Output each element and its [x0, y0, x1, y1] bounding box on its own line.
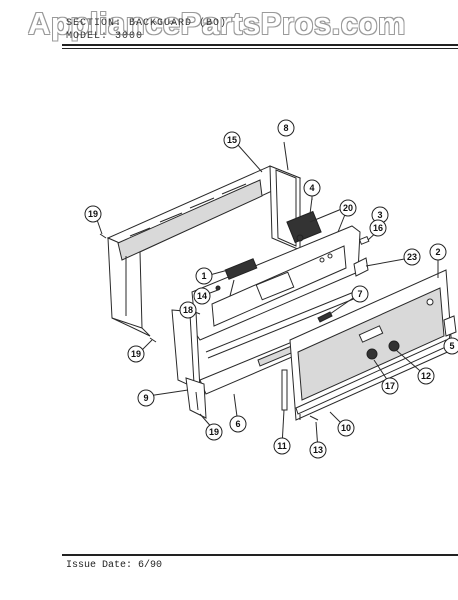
svg-text:11: 11	[277, 441, 287, 451]
part-16-screw	[358, 235, 370, 245]
callout-22: 20	[339, 199, 357, 217]
callout-16: 16	[369, 219, 387, 237]
svg-text:15: 15	[227, 135, 237, 145]
part-22-switch-assembly	[286, 197, 322, 244]
part-19-screw-b	[149, 337, 157, 343]
svg-text:6: 6	[235, 419, 240, 429]
svg-text:4: 4	[309, 183, 314, 193]
svg-text:10: 10	[341, 423, 351, 433]
part-23-bracket	[353, 257, 369, 277]
part-13-screw	[309, 415, 319, 421]
section-title: SECTION: BACKGUARD (BO)	[66, 18, 228, 29]
callout-2: 2	[429, 243, 447, 261]
svg-text:19: 19	[131, 349, 141, 359]
svg-text:13: 13	[313, 445, 323, 455]
part-1-clock	[224, 258, 258, 280]
callout-20: 19	[205, 423, 223, 441]
svg-text:12: 12	[421, 371, 431, 381]
footer-rule	[62, 554, 458, 556]
svg-text:19: 19	[88, 209, 98, 219]
callout-9: 9	[137, 389, 155, 407]
part-12-knob	[388, 340, 400, 352]
callout-11: 11	[273, 437, 291, 455]
part-9-side-bracket	[185, 377, 207, 419]
part-14-screw	[215, 285, 221, 291]
model-line: MODEL: 3000	[66, 31, 144, 42]
header-rule-thin	[62, 48, 458, 49]
svg-text:16: 16	[373, 223, 383, 233]
callout-17: 17	[381, 377, 399, 395]
callout-5: 5	[443, 337, 458, 355]
svg-text:17: 17	[385, 381, 395, 391]
svg-text:7: 7	[357, 289, 362, 299]
callout-23: 23	[403, 248, 421, 266]
part-15-top-cover	[106, 165, 302, 337]
callout-13: 13	[309, 441, 327, 459]
part-5-end-piece	[443, 315, 457, 337]
part-2-front-glass-panel	[289, 269, 453, 421]
svg-text:9: 9	[143, 393, 148, 403]
part-11-rod	[281, 369, 288, 411]
header-rule	[62, 44, 458, 46]
callout-18: 18	[179, 301, 197, 319]
callout-12: 12	[417, 367, 435, 385]
callout-14: 14	[193, 287, 211, 305]
svg-text:19: 19	[209, 427, 219, 437]
part-19-screw-a	[99, 233, 107, 239]
issue-date: Issue Date: 6/90	[66, 560, 163, 571]
svg-text:23: 23	[407, 252, 417, 262]
callout-15: 15	[223, 131, 241, 149]
svg-text:2: 2	[435, 247, 440, 257]
svg-text:8: 8	[283, 123, 288, 133]
svg-text:20: 20	[343, 203, 353, 213]
svg-text:1: 1	[201, 271, 206, 281]
callout-1: 1	[195, 267, 213, 285]
watermark-logo: AppliancePartsPros.com	[28, 6, 406, 41]
callout-4: 4	[303, 179, 321, 197]
svg-text:14: 14	[197, 291, 207, 301]
callout-19b: 19	[127, 345, 145, 363]
callout-6: 6	[229, 415, 247, 433]
svg-text:18: 18	[183, 305, 193, 315]
callout-10: 10	[337, 419, 355, 437]
callout-8: 8	[277, 119, 295, 137]
part-17-knob	[366, 348, 378, 360]
part-7-screw	[317, 311, 333, 323]
svg-text:3: 3	[377, 210, 382, 220]
callout-7: 7	[351, 285, 369, 303]
callout-19a: 19	[84, 205, 102, 223]
svg-text:5: 5	[449, 341, 454, 351]
